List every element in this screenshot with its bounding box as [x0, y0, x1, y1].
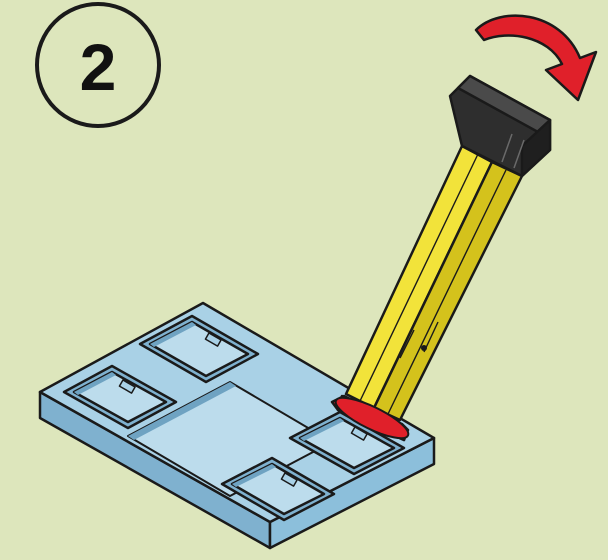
step-number: 2	[80, 30, 117, 104]
